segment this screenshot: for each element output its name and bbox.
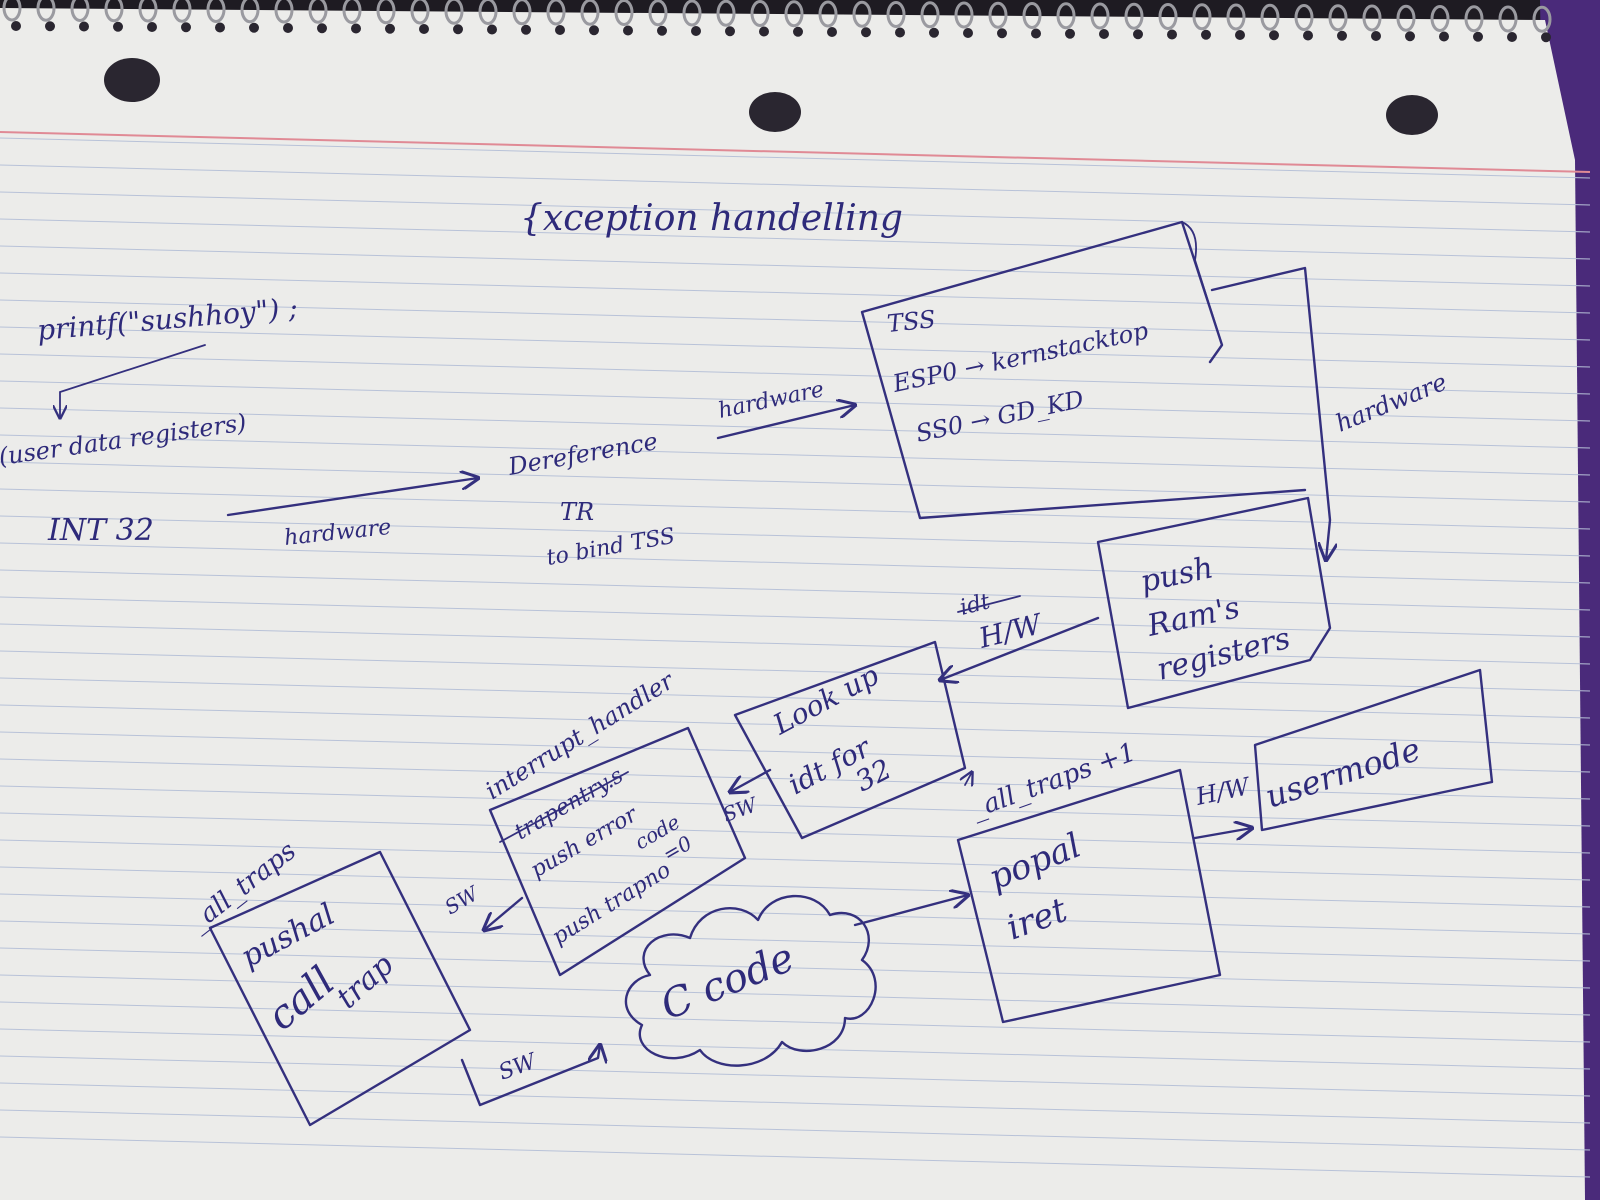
interrupt-handler-box	[488, 726, 747, 977]
punch-hole	[104, 58, 160, 102]
trapentry-underline	[499, 771, 629, 843]
dereference-arrow	[716, 405, 855, 440]
lookup-to-popal-arrow	[965, 772, 972, 785]
popal-box	[956, 768, 1222, 1024]
ccode-to-popal-arrow	[853, 895, 968, 927]
usermode-box	[1253, 668, 1494, 832]
push-to-lookup-arrow	[940, 616, 1100, 680]
printf-arrow	[60, 344, 206, 418]
tss-box-flap	[1181, 221, 1223, 346]
handler-to-alltraps-arrow	[484, 896, 524, 930]
margin-line	[0, 131, 1591, 173]
punch-hole	[749, 92, 801, 132]
tr-label: TR	[560, 498, 594, 526]
tss-title: TSS	[886, 305, 937, 338]
int32-arrow	[226, 478, 478, 517]
int32-label: INT 32	[47, 513, 154, 548]
page-title: {xception handelling	[520, 198, 903, 239]
lookup-box	[733, 640, 967, 840]
alltraps-to-ccode-arrow	[460, 1045, 600, 1107]
ruled-lines	[0, 137, 1591, 1178]
punch-hole	[1386, 95, 1438, 135]
spiral-binding	[2, 0, 1552, 43]
alltraps-box	[208, 850, 472, 1127]
c-code-cloud	[624, 894, 877, 1067]
notebook-paper	[0, 8, 1585, 1200]
popal-to-usermode-arrow	[1193, 828, 1252, 838]
strike-through	[957, 595, 1021, 613]
push-registers-box	[1096, 496, 1332, 710]
lookup-to-handler-arrow	[730, 768, 772, 792]
tss-to-push-arrow	[1210, 266, 1330, 560]
